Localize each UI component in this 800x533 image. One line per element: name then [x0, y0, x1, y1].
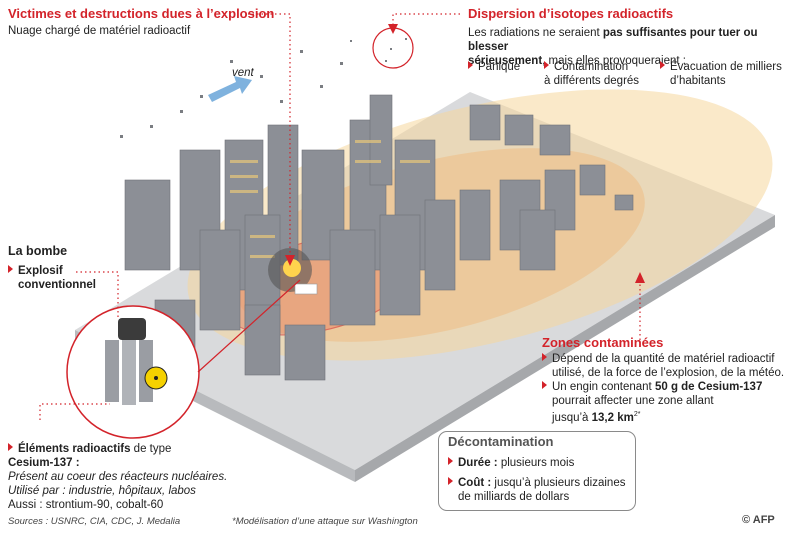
- truck: [294, 283, 318, 295]
- wind-arrow-icon: [208, 76, 252, 102]
- radioactive-elements: Éléments radioactifs de type Cesium-137 …: [8, 443, 228, 511]
- zones-title: Zones contaminées: [542, 335, 664, 350]
- city-slab-side-right: [355, 215, 775, 482]
- decontamination-text: Durée : plusieurs mois Coût : jusqu’à pl…: [448, 456, 632, 504]
- decontamination-box: [438, 431, 636, 511]
- effect-evacuation: Évacuation de milliers d’habitants: [660, 60, 782, 88]
- zones-arrow: [635, 272, 645, 283]
- bomb-explosive: Explosif conventionnel: [8, 264, 96, 292]
- blast: [283, 259, 301, 277]
- leaders: [39, 13, 641, 420]
- explosion-title: Victimes et destructions dues à l’explos…: [8, 6, 275, 21]
- bomb-icon: [105, 318, 168, 405]
- leader-arrow: [285, 255, 295, 266]
- bomb-title: La bombe: [8, 244, 68, 258]
- explosion-subtitle: Nuage chargé de matériel radioactif: [8, 25, 191, 37]
- wind-label: vent: [232, 67, 254, 79]
- dispersion-text: Les radiations ne seraient pas suffisant…: [468, 27, 758, 67]
- sources: Sources : USNRC, CIA, CDC, J. Medalia: [8, 516, 181, 527]
- effect-panic: Panique: [468, 60, 520, 74]
- debris: [120, 38, 407, 138]
- bomb-leader: [197, 279, 301, 373]
- dispersion-arrow: [388, 24, 398, 34]
- lit-windows: [230, 140, 430, 258]
- footnote: *Modélisation d’une attaque sur Washingt…: [232, 516, 418, 527]
- effect-contamination: Contamination à différents degrés: [544, 61, 640, 87]
- dispersion-title: Dispersion d’isotopes radioactifs: [468, 6, 674, 21]
- zones-text: Dépend de la quantité de matériel radioa…: [542, 352, 797, 425]
- decontamination-title: Décontamination: [448, 434, 554, 449]
- afp-logo: © AFP: [742, 514, 775, 526]
